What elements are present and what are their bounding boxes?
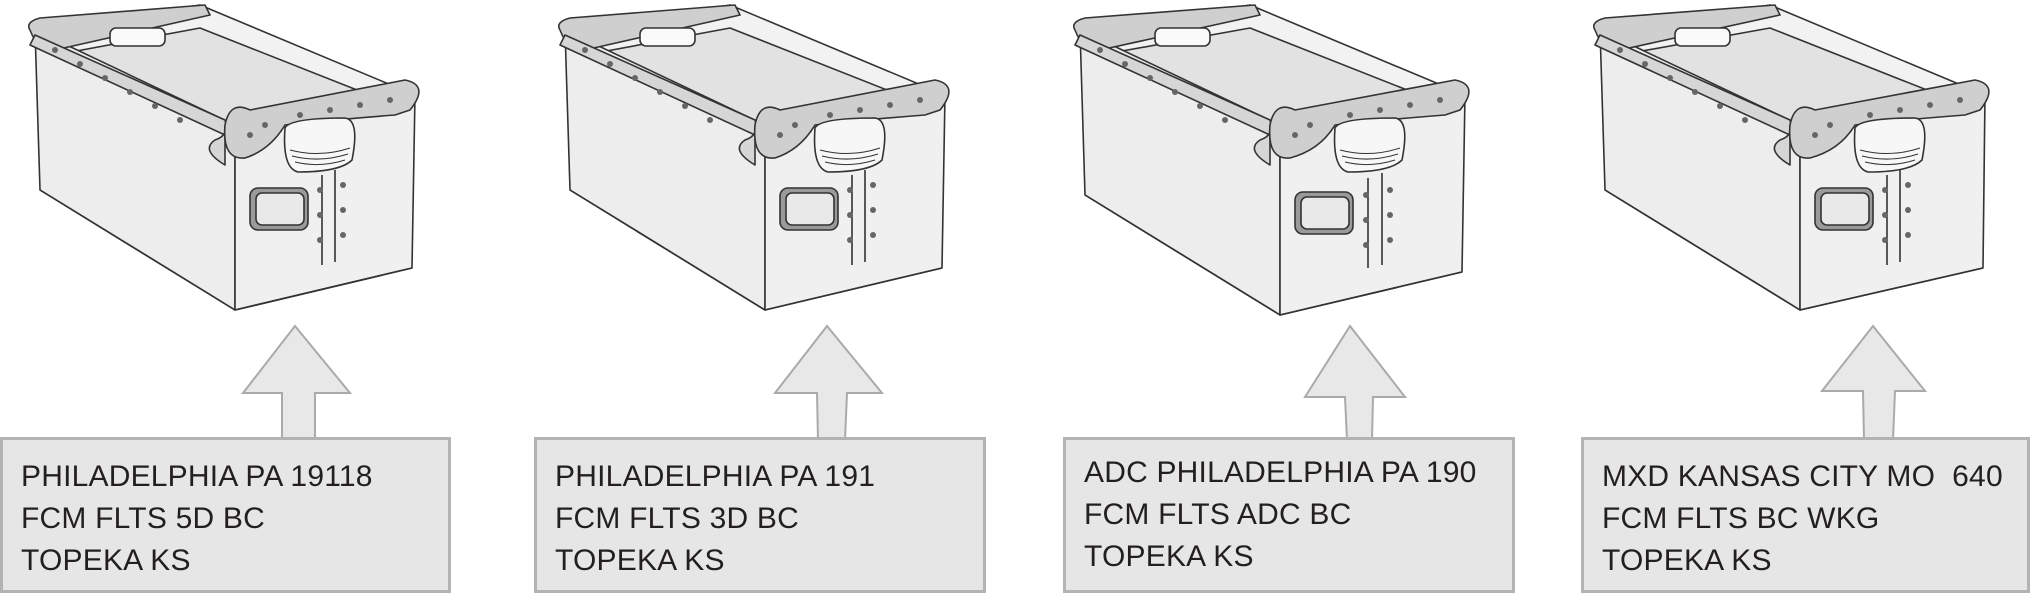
label-line-content: FCM FLTS ADC BC [1084,498,1352,531]
tray-label: MXD KANSAS CITY MO 640 FCM FLTS BC WKG T… [1581,437,2030,593]
mail-tray-illustration [1072,4,1470,316]
tray-panel-3: ADC PHILADELPHIA PA 190 FCM FLTS ADC BC … [1060,0,1520,596]
mail-tray-illustration [27,4,420,311]
tray-label: ADC PHILADELPHIA PA 190 FCM FLTS ADC BC … [1063,437,1515,593]
label-line-content: FCM FLTS 3D BC [555,502,799,535]
label-line-origin: TOPEKA KS [1602,544,1772,577]
label-line-origin: TOPEKA KS [555,544,725,577]
tray-panel-4: MXD KANSAS CITY MO 640 FCM FLTS BC WKG T… [1575,0,2030,596]
label-line-origin: TOPEKA KS [21,544,191,577]
tray-panel-2: PHILADELPHIA PA 191 FCM FLTS 3D BC TOPEK… [530,0,990,596]
tray-label: PHILADELPHIA PA 191 FCM FLTS 3D BC TOPEK… [534,437,986,593]
tray-panel-1: PHILADELPHIA PA 19118 FCM FLTS 5D BC TOP… [0,0,460,596]
label-line-destination: ADC PHILADELPHIA PA 190 [1084,456,1477,489]
tray-label: PHILADELPHIA PA 19118 FCM FLTS 5D BC TOP… [0,437,451,593]
mail-tray-illustration [1592,4,1990,311]
label-line-destination: PHILADELPHIA PA 19118 [21,460,373,493]
label-line-destination: PHILADELPHIA PA 191 [555,460,876,493]
label-line-destination: MXD KANSAS CITY MO 640 [1602,460,2003,493]
mail-tray-illustration [557,4,950,311]
label-line-content: FCM FLTS BC WKG [1602,502,1880,535]
label-line-content: FCM FLTS 5D BC [21,502,265,535]
label-line-origin: TOPEKA KS [1084,540,1254,573]
